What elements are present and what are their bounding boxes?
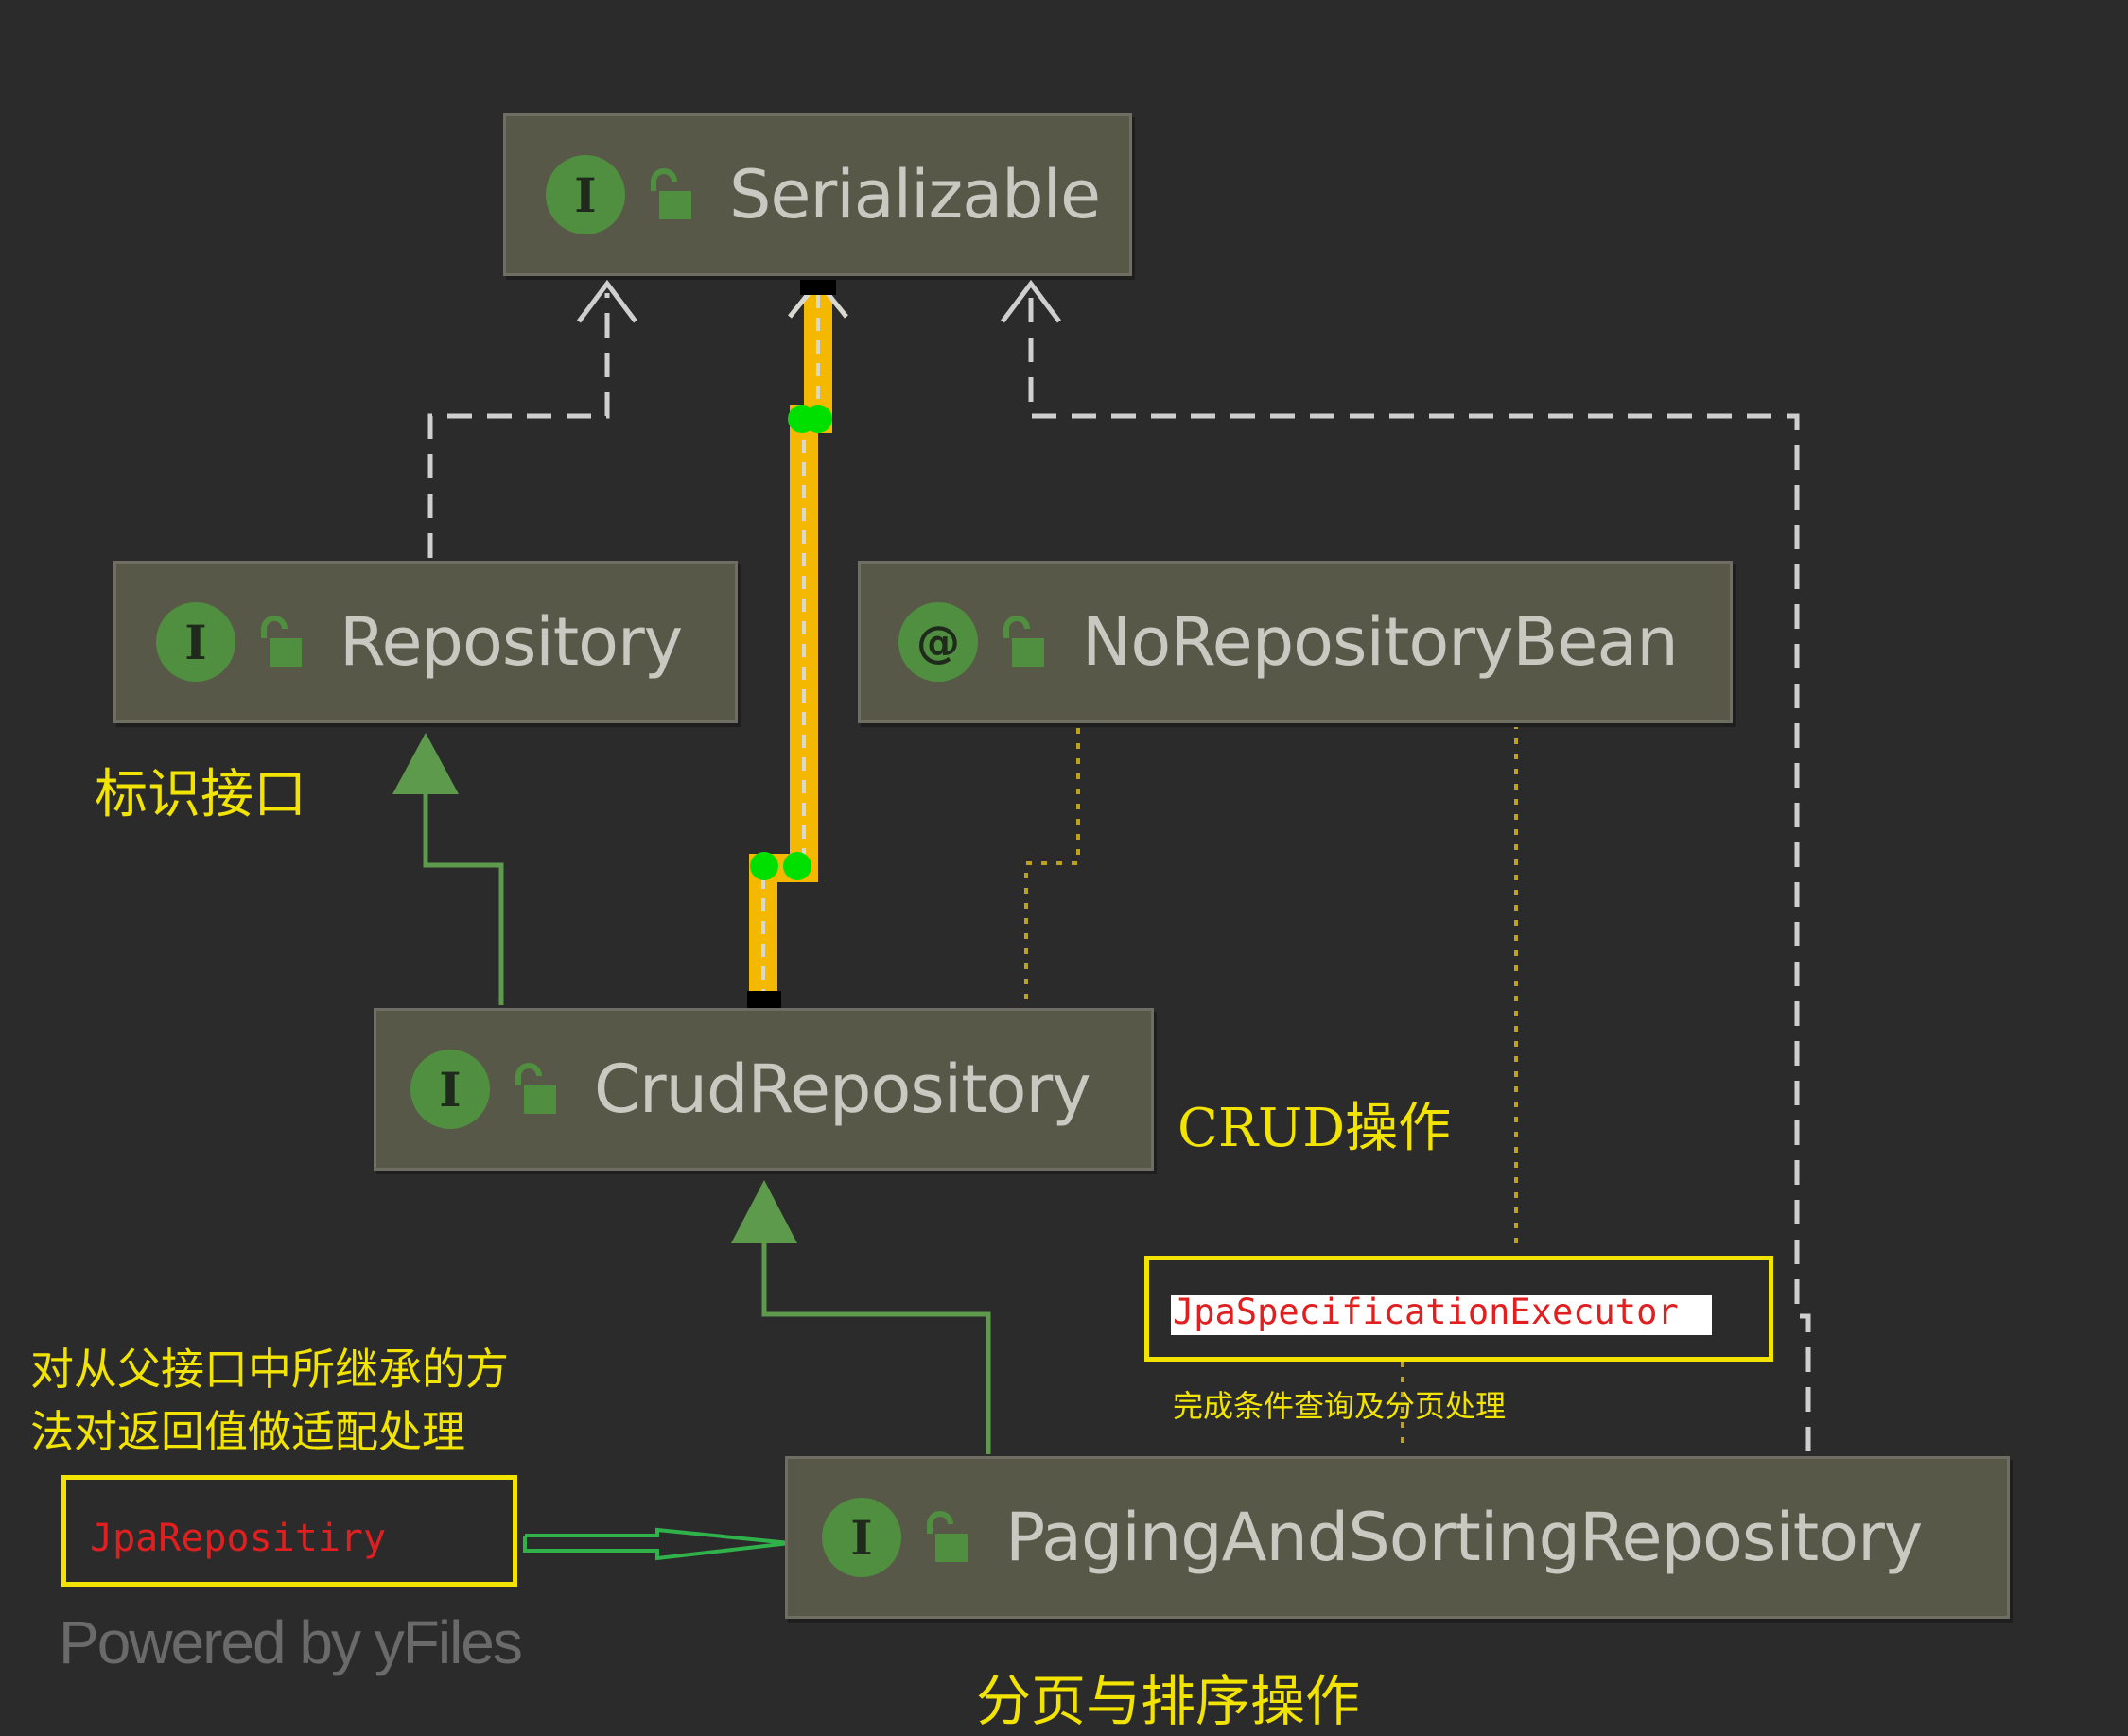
edge-crud-serializable-highlight: [747, 263, 848, 1023]
unlocked-lock-icon: [927, 1511, 968, 1562]
edge-norepositorybean-annotations: [1024, 723, 1518, 1451]
node-crudrepository[interactable]: I CrudRepository: [374, 1008, 1154, 1171]
note-adapt-line2: 法对返回值做适配处理: [30, 1406, 465, 1457]
jpa-spec-executor-box: [1144, 1256, 1773, 1362]
node-repository[interactable]: I Repository: [113, 561, 738, 723]
interface-badge-icon: I: [822, 1498, 901, 1577]
note-adapt-line1: 对从父接口中所继承的方: [30, 1344, 509, 1395]
note-spec-executor-description: 完成条件查询及分页处理: [1173, 1388, 1507, 1424]
annotation-badge-icon: @: [898, 602, 978, 682]
interface-badge-icon: I: [156, 602, 235, 682]
interface-badge-icon: I: [546, 155, 625, 234]
edge-paging-crud: [731, 1180, 991, 1454]
edge-crud-repository: [392, 733, 504, 1005]
node-pagingandsortingrepository[interactable]: I PagingAndSortingRepository: [785, 1456, 2010, 1619]
node-label: NoRepositoryBean: [1082, 603, 1679, 681]
note-crud-ops: CRUD操作: [1177, 1098, 1452, 1159]
node-label: Serializable: [729, 156, 1101, 234]
node-label: Repository: [340, 603, 683, 681]
jpa-repository-label: JpaRepositiry: [90, 1517, 387, 1560]
yfiles-watermark: Powered by yFiles: [59, 1608, 523, 1676]
unlocked-lock-icon: [1003, 616, 1044, 667]
edge-paging-serializable: [1001, 279, 1811, 1451]
unlocked-lock-icon: [261, 616, 302, 667]
edge-repository-serializable: [427, 279, 637, 558]
note-paging-ops: 分页与排序操作: [976, 1669, 1361, 1733]
unlocked-lock-icon: [651, 168, 691, 219]
note-marker-interface: 标识接口: [95, 764, 306, 825]
node-label: CrudRepository: [594, 1050, 1091, 1128]
jpa-repository-arrow: [523, 1527, 791, 1561]
node-label: PagingAndSortingRepository: [1005, 1499, 1923, 1576]
node-serializable[interactable]: I Serializable: [503, 113, 1132, 276]
unlocked-lock-icon: [515, 1063, 556, 1114]
jpa-spec-executor-backdrop: [1171, 1295, 1712, 1335]
jpa-spec-executor-label: JpaSpecificationExecutor: [1173, 1292, 1679, 1332]
node-norepositorybean[interactable]: @ NoRepositoryBean: [858, 561, 1733, 723]
jpa-repository-box: [61, 1475, 517, 1587]
interface-badge-icon: I: [410, 1050, 490, 1129]
